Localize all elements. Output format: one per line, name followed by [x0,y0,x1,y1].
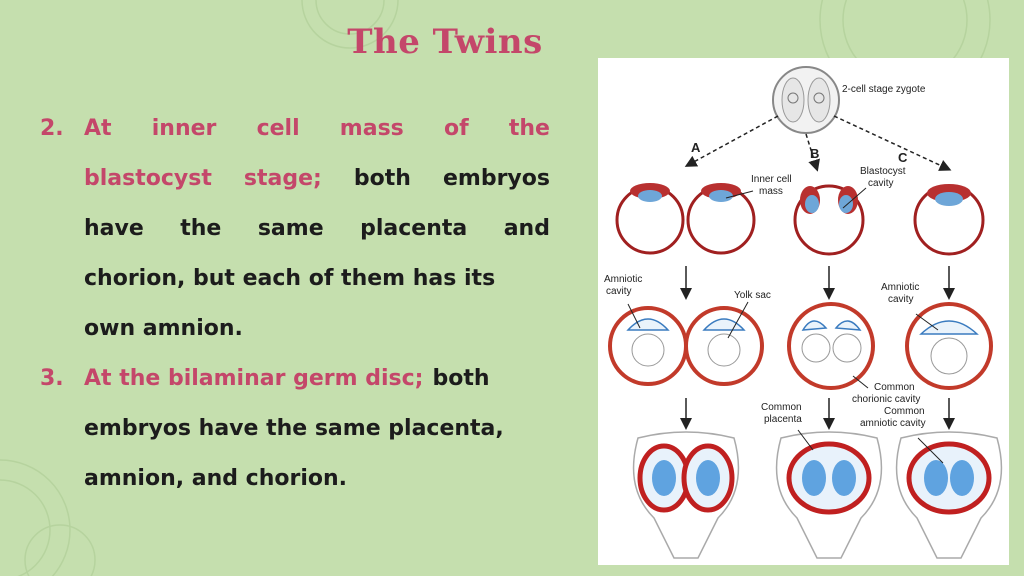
text-fragment: the [180,216,222,241]
text-line: At inner cell mass of the [84,104,550,154]
text-fragment: placenta [360,216,468,241]
text-fragment: At the bilaminar germ disc; [84,366,424,391]
list-item: 2. At inner cell mass of the blastocyst stage; bo… [40,104,550,354]
text-fragment: embryos [442,166,550,191]
text-fragment: blastocyst [84,166,212,191]
twinning-diagram: 2-cell stage zygote A B C [598,58,1009,565]
text-fragment: both [353,166,411,191]
list-number: 2. [40,116,64,141]
yolk-sac-label: Yolk sac [734,290,771,301]
path-b-label: B [810,146,819,161]
text-line: embryos have the same placenta, [84,404,550,454]
text-fragment: At [84,116,112,141]
text-fragment: inner [151,116,217,141]
text-fragment: the [508,116,550,141]
text-fragment: cell [256,116,300,141]
text-list: 2. At inner cell mass of the blastocyst stage; bo… [40,104,550,504]
text-fragment: have [84,216,144,241]
text-fragment: embryos have the same placenta, [84,416,504,441]
text-fragment: both [432,366,490,391]
text-fragment: of [443,116,469,141]
path-c-label: C [898,150,908,165]
text-fragment: and [503,216,550,241]
zygote-label: 2-cell stage zygote [842,84,926,95]
text-line: amnion, and chorion. [84,454,550,504]
text-fragment: mass [339,116,404,141]
slide-title: The Twins [347,22,543,62]
text-line: own amnion. [84,304,550,354]
text-fragment: chorion, but each of them has its [84,266,496,291]
text-fragment: amnion, and chorion. [84,466,348,491]
list-item: 3. At the bilaminar germ disc; both embryos… [40,354,550,504]
zygote-icon [772,66,840,134]
text-fragment: stage; [243,166,322,191]
text-fragment: own amnion. [84,316,243,341]
text-line: At the bilaminar germ disc; both [84,354,550,404]
text-line: have the same placenta and [84,204,550,254]
list-number: 3. [40,366,64,391]
text-line: chorion, but each of them has its [84,254,550,304]
text-fragment: same [257,216,324,241]
text-line: blastocyst stage; both embryos [84,154,550,204]
path-a-label: A [691,140,701,155]
